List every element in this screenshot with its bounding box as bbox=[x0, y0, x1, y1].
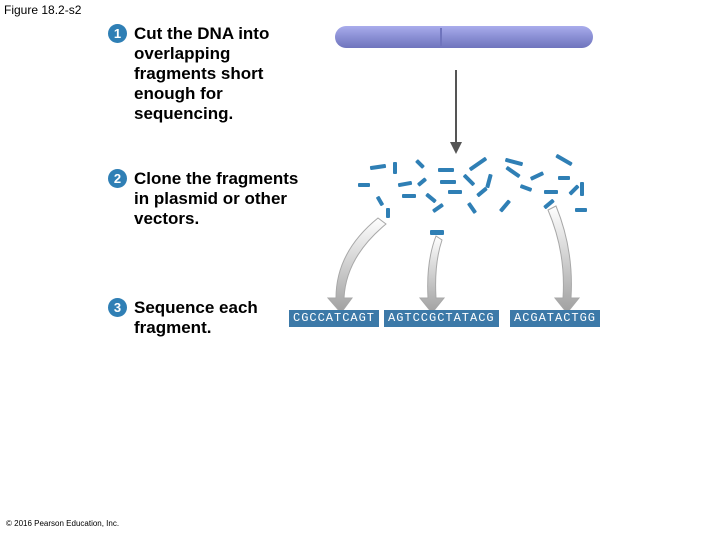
dna-fragment bbox=[580, 182, 584, 196]
dna-fragment bbox=[432, 203, 444, 213]
dna-fragment bbox=[505, 166, 521, 178]
dna-fragment bbox=[397, 180, 413, 188]
figure-title: Figure 18.2-s2 bbox=[4, 3, 82, 17]
dna-fragment bbox=[575, 208, 587, 212]
dna-fragment bbox=[369, 164, 387, 170]
dna-fragment bbox=[505, 157, 523, 167]
curved-arrow-right bbox=[547, 205, 581, 314]
step-2-text: Clone the fragments in plasmid or other … bbox=[134, 169, 299, 228]
sequence-label: CGCCATCAGT bbox=[289, 310, 380, 327]
dna-fragment bbox=[469, 157, 487, 171]
dna-fragment bbox=[555, 154, 573, 166]
dna-fragment bbox=[415, 159, 425, 169]
dna-fragment bbox=[543, 199, 555, 209]
dna-fragment bbox=[467, 202, 477, 214]
dna-fragment bbox=[430, 230, 444, 235]
step-3-text: Sequence each fragment. bbox=[134, 298, 258, 337]
dna-fragment bbox=[358, 183, 370, 187]
dna-fragment bbox=[448, 190, 462, 194]
dna-fragment bbox=[476, 187, 488, 197]
dna-fragment bbox=[485, 173, 493, 189]
curved-arrow-middle bbox=[418, 235, 446, 314]
dna-fragment bbox=[519, 184, 533, 192]
sequence-label: AGTCCGCTATACG bbox=[384, 310, 499, 327]
dna-fragment bbox=[499, 199, 511, 213]
dna-fragment bbox=[402, 194, 416, 198]
dna-fragment bbox=[425, 193, 437, 203]
cut-arrow bbox=[450, 70, 462, 154]
dna-fragment bbox=[417, 177, 427, 187]
dna-fragment bbox=[438, 168, 454, 172]
copyright-notice: © 2016 Pearson Education, Inc. bbox=[6, 519, 120, 528]
curved-arrow-left bbox=[326, 217, 387, 314]
dna-fragment bbox=[544, 190, 558, 194]
step-1-badge: 1 bbox=[108, 24, 127, 43]
dna-fragment bbox=[440, 180, 456, 184]
dna-fragment bbox=[558, 176, 570, 180]
step-2-badge: 2 bbox=[108, 169, 127, 188]
step-3-badge: 3 bbox=[108, 298, 127, 317]
dna-fragment bbox=[376, 196, 384, 206]
dna-fragment bbox=[386, 208, 390, 218]
sequence-label: ACGATACTGG bbox=[510, 310, 601, 327]
dna-fragment bbox=[463, 174, 475, 186]
chromosome bbox=[335, 26, 593, 48]
dna-fragment bbox=[530, 171, 544, 181]
step-1-text: Cut the DNA into overlapping fragments s… bbox=[134, 24, 270, 123]
dna-fragments bbox=[358, 154, 587, 235]
dna-fragment bbox=[393, 162, 397, 174]
dna-fragment bbox=[568, 184, 580, 196]
